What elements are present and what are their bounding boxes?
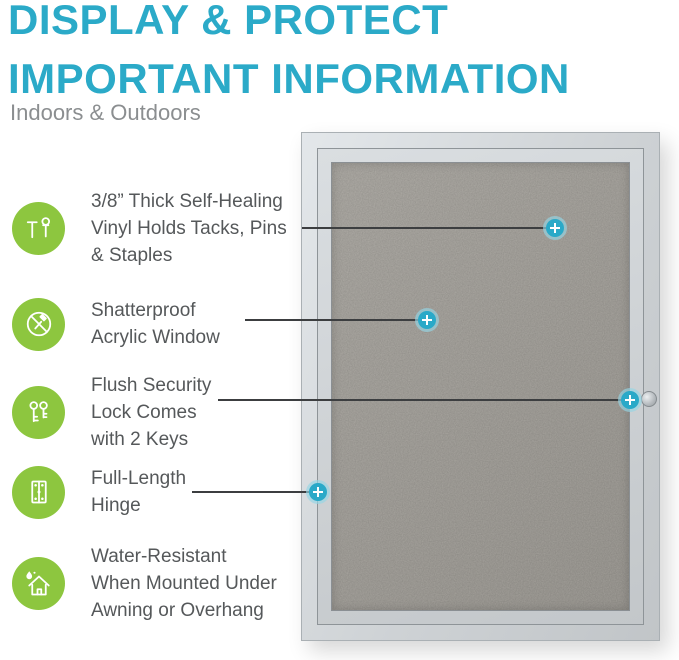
plus-marker-icon xyxy=(309,483,327,501)
board-door-frame xyxy=(317,148,644,625)
water-resistant-icon xyxy=(12,557,65,610)
feature-text: Water-Resistant When Mounted Under Awnin… xyxy=(91,546,277,621)
headline-line-1: DISPLAY & PROTECT xyxy=(8,0,449,43)
subtitle: Indoors & Outdoors xyxy=(10,100,201,125)
callout-line-lock xyxy=(218,399,630,401)
headline-line-2: IMPORTANT INFORMATION xyxy=(8,55,570,102)
page-title: DISPLAY & PROTECT IMPORTANT INFORMATION xyxy=(8,0,570,108)
feature-text: Shatterproof Acrylic Window xyxy=(91,300,220,348)
flush-lock-knob xyxy=(641,391,657,407)
feature-item-lock: Flush Security Lock Comes with 2 Keys xyxy=(12,372,211,453)
callout-line-hinge xyxy=(192,491,318,493)
feature-text: 3/8” Thick Self-Healing Vinyl Holds Tack… xyxy=(91,191,287,266)
callout-line-window xyxy=(245,319,427,321)
pins-tacks-icon xyxy=(12,202,65,255)
feature-item-window: Shatterproof Acrylic Window xyxy=(12,297,220,351)
callout-line-vinyl xyxy=(302,227,555,229)
feature-text: Flush Security Lock Comes with 2 Keys xyxy=(91,375,212,450)
vinyl-texture xyxy=(332,163,629,610)
hinge-icon xyxy=(12,465,65,519)
bulletin-board-image xyxy=(301,132,660,641)
feature-text: Full-Length Hinge xyxy=(91,468,187,516)
plus-marker-icon xyxy=(546,219,564,237)
vinyl-surface xyxy=(331,162,630,611)
plus-marker-icon xyxy=(621,391,639,409)
feature-item-vinyl: 3/8” Thick Self-Healing Vinyl Holds Tack… xyxy=(12,188,287,269)
keys-icon xyxy=(12,386,65,439)
plus-marker-icon xyxy=(418,311,436,329)
shatterproof-icon xyxy=(12,297,65,351)
feature-item-water-resistant: Water-Resistant When Mounted Under Awnin… xyxy=(12,543,277,624)
feature-item-hinge: Full-Length Hinge xyxy=(12,465,186,519)
